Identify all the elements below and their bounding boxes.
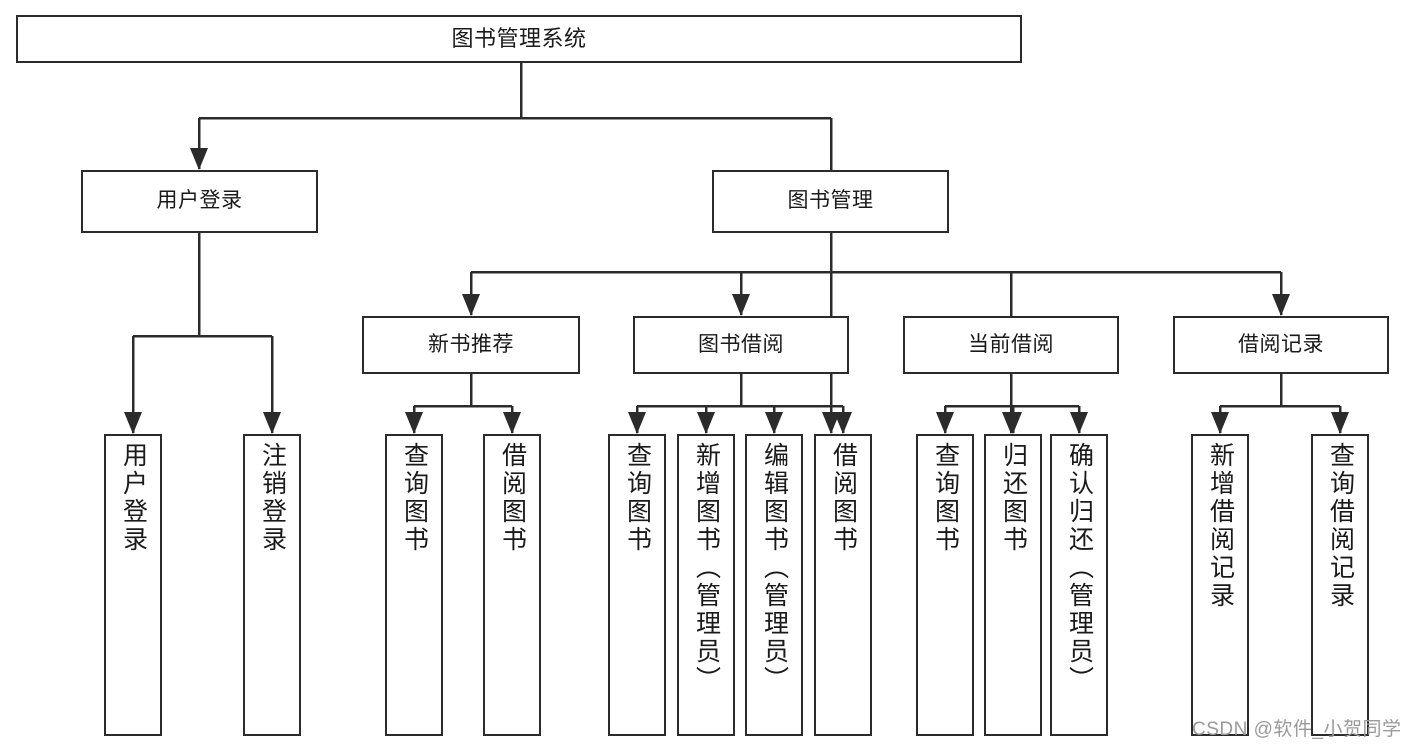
leaf-node[interactable]: 查询图书 — [608, 434, 666, 736]
node-label: 借阅图书 — [829, 442, 858, 554]
node-label: 确认归还（管理员） — [1065, 442, 1094, 694]
node-label: 新增借阅记录 — [1206, 442, 1235, 610]
leaf-node[interactable]: 借阅图书 — [483, 434, 541, 736]
node-label: 查询图书 — [400, 442, 429, 554]
watermark-label: CSDN @软件_小贺同学 — [1192, 719, 1402, 740]
leaf-node[interactable]: 新增图书（管理员） — [677, 434, 735, 736]
leaf-node[interactable]: 编辑图书（管理员） — [745, 434, 803, 736]
root-node[interactable]: 图书管理系统 — [16, 15, 1022, 63]
level3-node[interactable]: 图书借阅 — [633, 316, 849, 374]
node-label: 新增图书（管理员） — [692, 442, 721, 694]
level2-node[interactable]: 用户登录 — [81, 170, 318, 233]
node-label: 编辑图书（管理员） — [760, 442, 789, 694]
level2-node[interactable]: 图书管理 — [712, 170, 949, 233]
node-label: 查询图书 — [623, 442, 652, 554]
node-label: 当前借阅 — [968, 332, 1054, 356]
leaf-node[interactable]: 查询借阅记录 — [1311, 434, 1369, 736]
node-label: 查询图书 — [931, 442, 960, 554]
node-label: 借阅记录 — [1238, 332, 1324, 356]
leaf-node[interactable]: 用户登录 — [104, 434, 162, 736]
leaf-node[interactable]: 确认归还（管理员） — [1050, 434, 1108, 736]
node-label: 用户登录 — [156, 189, 243, 213]
node-label: 注销登录 — [258, 442, 287, 554]
leaf-node[interactable]: 查询图书 — [916, 434, 974, 736]
node-label: 用户登录 — [119, 442, 148, 554]
node-label: 借阅图书 — [498, 442, 527, 554]
node-label: 图书管理 — [787, 189, 874, 213]
leaf-node[interactable]: 查询图书 — [385, 434, 443, 736]
level3-node[interactable]: 当前借阅 — [903, 316, 1119, 374]
leaf-node[interactable]: 新增借阅记录 — [1191, 434, 1249, 736]
level3-node[interactable]: 新书推荐 — [362, 316, 580, 374]
leaf-node[interactable]: 借阅图书 — [814, 434, 872, 736]
node-label: 图书借阅 — [698, 332, 784, 356]
node-label: 查询借阅记录 — [1326, 442, 1355, 610]
node-label: 归还图书 — [999, 442, 1028, 554]
leaf-node[interactable]: 归还图书 — [984, 434, 1042, 736]
node-label: 图书管理系统 — [451, 26, 587, 52]
leaf-node[interactable]: 注销登录 — [243, 434, 301, 736]
node-label: 新书推荐 — [428, 332, 514, 356]
level3-node[interactable]: 借阅记录 — [1173, 316, 1389, 374]
